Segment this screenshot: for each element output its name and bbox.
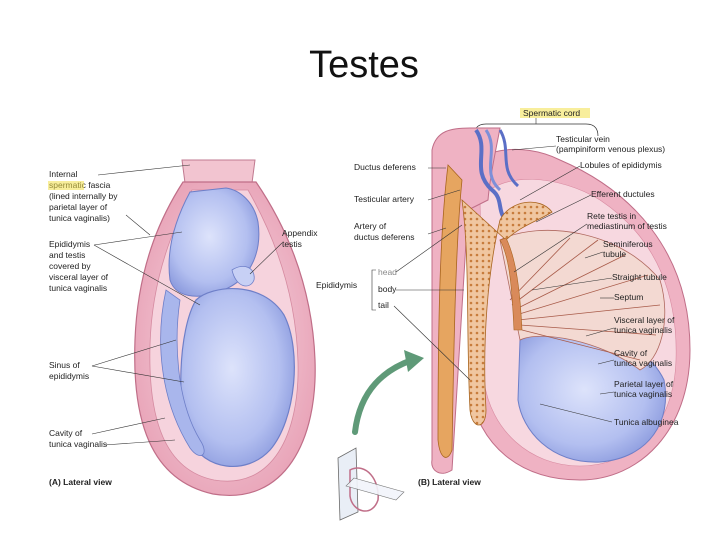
label-line: mediastinum of testis <box>587 221 667 231</box>
label-line: tunica vaginalis <box>614 325 672 335</box>
label-line: parietal layer of <box>49 202 108 212</box>
label-epididymis-and-testis: Epididymis and testis covered by viscera… <box>49 239 110 293</box>
label-line: Appendix <box>282 228 318 238</box>
panel-a-labels: Internal spermatic fascia (lined interna… <box>48 164 320 487</box>
label-testicular-vein: Testicular vein (pampiniform venous plex… <box>556 134 665 154</box>
label-internal-spermatic-fascia: Internal spermatic fascia (lined interna… <box>49 169 120 223</box>
label-line: (lined internally by <box>49 191 118 201</box>
panel-b-labels: Spermatic cord Testicular vein (pampinif… <box>316 108 679 487</box>
label-body: body <box>378 284 397 294</box>
arrow-head <box>404 350 424 372</box>
label-line: and testis <box>49 250 85 260</box>
label-spermatic-cord: Spermatic cord <box>523 108 580 118</box>
label-line: Cavity of <box>49 428 83 438</box>
label-straight-tubule: Straight tubule <box>612 272 667 282</box>
label-line: tunica vaginalis <box>614 389 672 399</box>
slide-title: Testes <box>309 44 419 86</box>
panel-b-illustration <box>431 123 691 481</box>
label-line: ductus deferens <box>354 232 414 242</box>
label-line: (pampiniform venous plexus) <box>556 144 665 154</box>
label-line: Internal <box>49 169 77 179</box>
label-artery-of-ductus-deferens: Artery of ductus deferens <box>354 221 414 242</box>
label-line: Visceral layer of <box>614 315 675 325</box>
septa <box>509 237 661 361</box>
label-line: covered by <box>49 261 91 271</box>
label-line: epididymis <box>49 371 89 381</box>
label-line: Artery of <box>354 221 387 231</box>
label-parietal-layer: Parietal layer of tunica vaginalis <box>614 379 675 399</box>
label-cavity-of-tunica-vaginalis-a: Cavity of tunica vaginalis <box>49 428 107 449</box>
label-line: tunica vaginalis <box>49 283 107 293</box>
label-line: Rete testis in <box>587 211 636 221</box>
label-visceral-layer: Visceral layer of tunica vaginalis <box>614 315 677 335</box>
label-tail: tail <box>378 300 389 310</box>
label-line: tunica vaginalis) <box>49 213 110 223</box>
label-line: testis <box>282 239 302 249</box>
label-line: Cavity of <box>614 348 648 358</box>
label-appendix-testis: Appendix testis <box>282 228 320 249</box>
label-rete-testis: Rete testis in mediastinum of testis <box>587 211 667 231</box>
highlight-spermatic <box>48 181 84 190</box>
label-line: Sinus of <box>49 360 80 370</box>
panel-a-illustration <box>134 159 316 496</box>
label-line: tubule <box>603 249 626 259</box>
label-line: tunica vaginalis <box>614 358 672 368</box>
label-line: Epididymis <box>49 239 90 249</box>
label-testicular-artery: Testicular artery <box>354 194 415 204</box>
caption-panel-b: (B) Lateral view <box>418 477 481 487</box>
label-seminiferous-tubule: Seminiferous tubule <box>603 239 655 259</box>
orientation-inset <box>337 350 424 521</box>
caption-panel-a: (A) Lateral view <box>49 477 112 487</box>
label-efferent-ductules: Efferent ductules <box>591 189 655 199</box>
label-line: visceral layer of <box>49 272 109 282</box>
label-ductus-deferens: Ductus deferens <box>354 162 416 172</box>
label-line: tunica vaginalis <box>49 439 107 449</box>
label-lobules-of-epididymis: Lobules of epididymis <box>580 160 662 170</box>
label-epididymis: Epididymis <box>316 280 357 290</box>
label-line: Seminiferous <box>603 239 653 249</box>
label-head: head <box>378 267 397 277</box>
label-line: Parietal layer of <box>614 379 674 389</box>
label-tunica-albuginea: Tunica albuginea <box>614 417 679 427</box>
highlight-spermatic-cord <box>520 108 590 118</box>
label-sinus-of-epididymis: Sinus of epididymis <box>49 360 89 381</box>
label-cavity-of-tunica-vaginalis-b: Cavity of tunica vaginalis <box>614 348 672 368</box>
label-line: Testicular vein <box>556 134 610 144</box>
label-septum: Septum <box>614 292 643 302</box>
